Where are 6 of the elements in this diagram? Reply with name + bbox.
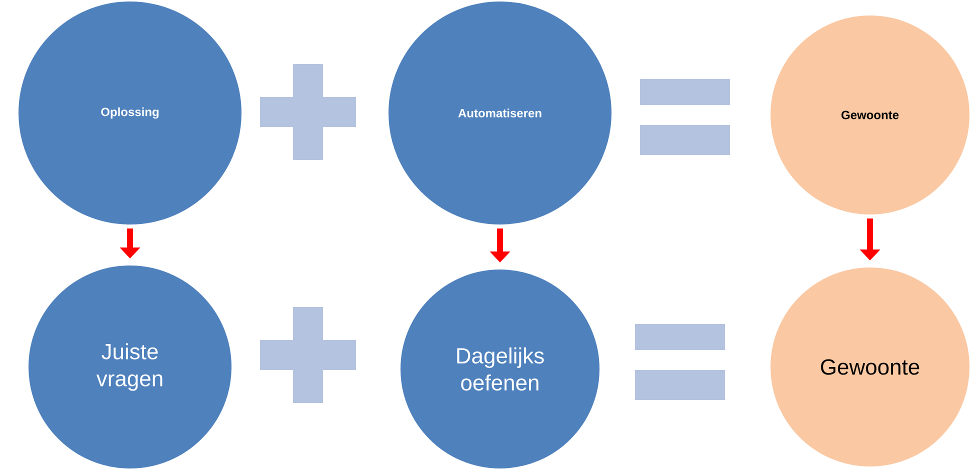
circle-node: Gewoonte [770, 14, 970, 216]
circle-node: Juiste vragen [28, 264, 232, 469]
circle-node: Gewoonte [770, 266, 970, 468]
circle-node: Dagelijks oefenen [400, 268, 600, 469]
circle-node: Automatiseren [388, 0, 612, 226]
circle-node: Oplossing [18, 0, 242, 226]
